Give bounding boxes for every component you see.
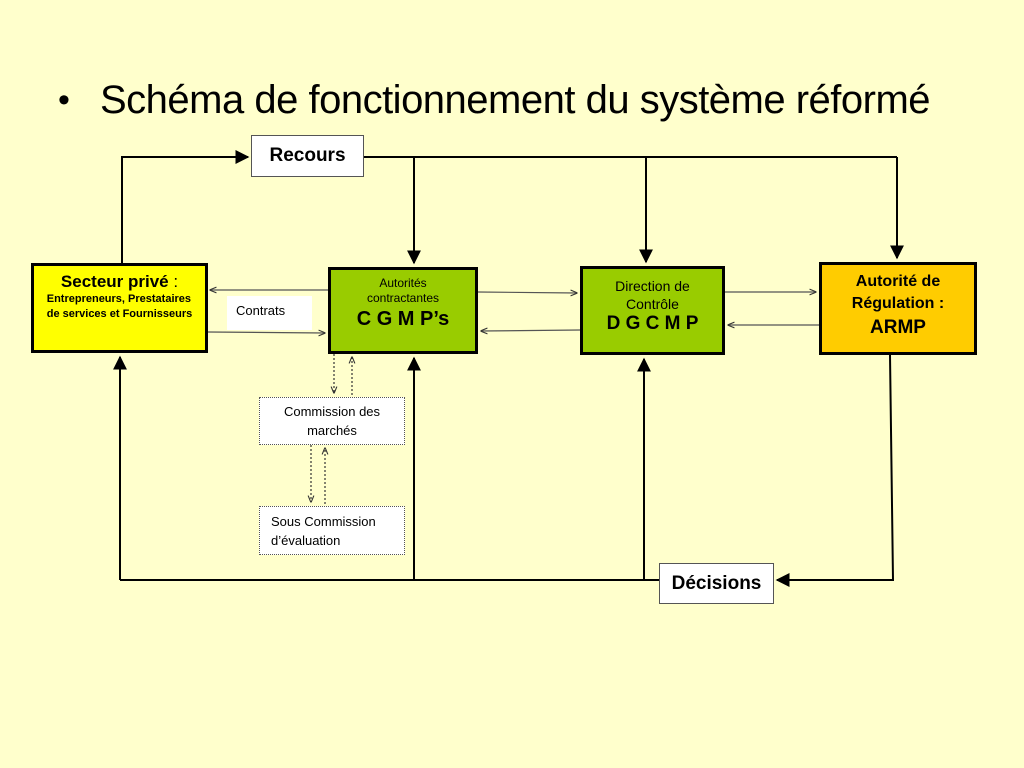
secteur-line1: Entrepreneurs, Prestataires [46, 293, 192, 305]
line-secteur-to-cgmp [207, 332, 325, 333]
cgmp-main: C G M P’s [356, 308, 450, 330]
line-secteur-to-recours [121, 150, 250, 263]
secteur-subtitle: Entrepreneurs, Prestataires de services … [41, 292, 199, 322]
armp-box: Autorité de Régulation : ARMP [819, 262, 977, 355]
line-dgcmp-to-cgmp [481, 330, 581, 331]
secteur-colon: : [168, 272, 179, 291]
armp-line2: Régulation : [851, 295, 945, 312]
contrats-label-box: Contrats [227, 296, 312, 330]
secteur-prive-box: Secteur privé : Entrepreneurs, Prestatai… [31, 263, 208, 353]
commission-box: Commission des marchés [259, 397, 405, 445]
cgmp-line1: Autorités [379, 276, 427, 290]
commission-line1: Commission des [283, 404, 381, 419]
secteur-title-row: Secteur privé : [61, 272, 178, 292]
cgmp-box: Autorités contractantes C G M P’s [328, 267, 478, 354]
line-cgmp-to-dgcmp [477, 292, 577, 293]
commission-line2: marchés [307, 423, 357, 438]
decisions-box: Décisions [659, 563, 774, 604]
cgmp-line2: contractantes [366, 291, 440, 305]
slide-title: Schéma de fonctionnement du système réfo… [100, 78, 931, 122]
sous-commission-box: Sous Commission d’évaluation [259, 506, 405, 555]
line-armp-to-decisions [775, 354, 895, 587]
dgcmp-box: Direction de Contrôle D G C M P [580, 266, 725, 355]
recours-label: Recours [269, 145, 346, 166]
decisions-label: Décisions [671, 572, 762, 594]
slide-title-row: • Schéma de fonctionnement du système ré… [58, 78, 931, 123]
secteur-line2: de services et Fournisseurs [46, 308, 193, 320]
sous-commission-line1: Sous Commission [271, 513, 376, 529]
recours-box: Recours [251, 135, 364, 177]
contrats-label: Contrats [236, 303, 286, 318]
dgcmp-main: D G C M P [606, 313, 699, 334]
armp-main: ARMP [870, 317, 926, 338]
armp-line1: Autorité de [855, 273, 941, 290]
dgcmp-line1: Direction de [615, 278, 690, 294]
secteur-title: Secteur privé [60, 272, 169, 291]
dgcmp-line2: Contrôle [626, 296, 679, 312]
bullet-icon: • [58, 81, 70, 119]
sous-commission-line2: d’évaluation [271, 532, 341, 548]
